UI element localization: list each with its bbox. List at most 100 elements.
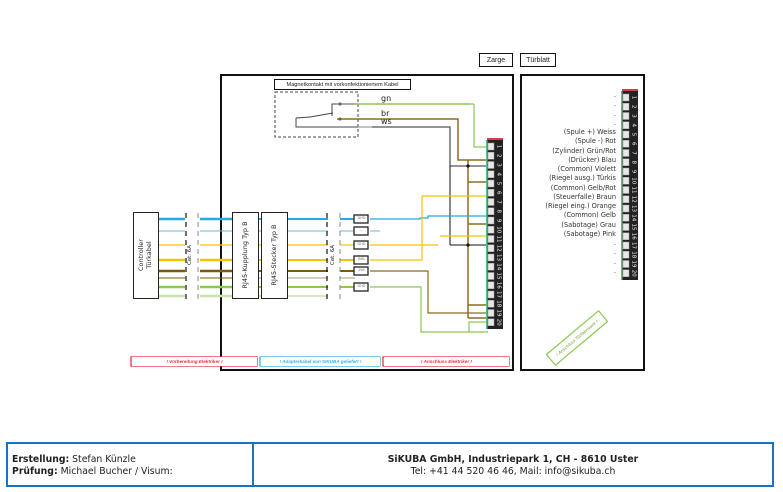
terminal-number: 1 xyxy=(496,145,502,149)
terminal-screw xyxy=(487,161,495,169)
legend-empty-slot: . xyxy=(613,239,616,247)
pruefung-label: Prüfung: xyxy=(12,466,58,477)
note-adapterkabel: ! Adapterkabel von SIKUBA geliefert ! xyxy=(261,357,380,366)
legend-entry: (Riegel ausg.) Türkis xyxy=(549,174,616,183)
terminal-number: 18 xyxy=(631,251,637,258)
legend-empty-slot: . xyxy=(613,100,616,109)
terminal-screw xyxy=(622,260,630,268)
terminal-screw xyxy=(487,318,495,326)
terminal-screw xyxy=(487,281,495,289)
terminal-number: 10 xyxy=(631,177,637,184)
legend-empty-slot: . xyxy=(613,109,616,118)
magnet-title: Magnetkontakt mit vorkonfektioniertem Ka… xyxy=(274,79,411,90)
legend-entry: (Common) Gelb/Rot xyxy=(550,183,616,192)
terminal-number: 3 xyxy=(631,114,637,118)
rj45-kupplung-label: RJ45-Kupplung Typ B xyxy=(241,221,249,289)
terminal-screw xyxy=(622,204,630,213)
wire-label-br: br xyxy=(381,109,390,118)
terminal-screw xyxy=(622,149,630,157)
note-anschluss: ! Anschluss Elektriker ! xyxy=(384,357,509,366)
terminal-number: 7 xyxy=(496,200,502,204)
terminal-screw xyxy=(487,152,495,160)
legend-entry: (Riegel eing.) Orange xyxy=(545,202,616,210)
wago-label: DHD xyxy=(357,216,366,220)
terminal-number: 10 xyxy=(496,226,502,233)
wago-label: DHD xyxy=(357,284,366,288)
footer-author-block: Erstellung: Stefan Künzle Prüfung: Micha… xyxy=(6,442,254,487)
terminal-screw xyxy=(622,195,630,203)
cat6a-right-label: Cat. 6A xyxy=(330,244,336,266)
terminal-number: 6 xyxy=(496,191,502,195)
tab-tuerblatt: Türblatt xyxy=(520,53,556,67)
legend-empty-slot: . xyxy=(613,91,616,99)
legend-entry: (Sabotage) Pink xyxy=(563,229,616,238)
rj45-stecker-label: RJ45-Stecker Typ B xyxy=(270,224,278,286)
terminal-number: 5 xyxy=(496,182,502,186)
terminal-number: 3 xyxy=(496,163,502,167)
terminal-number: 16 xyxy=(496,282,502,289)
erstellung-label: Erstellung: xyxy=(12,454,70,465)
terminal-number: 14 xyxy=(496,263,502,270)
terminal-number: 2 xyxy=(631,105,637,109)
company-address: SiKUBA GmbH, Industriepark 1, CH - 8610 … xyxy=(387,454,639,465)
terminal-number: 12 xyxy=(631,196,637,203)
legend-entry: (Steuerfalle) Braun xyxy=(553,192,616,201)
terminal-screw xyxy=(487,253,495,262)
terminal-number: 15 xyxy=(496,273,502,280)
footer-company-block: SiKUBA GmbH, Industriepark 1, CH - 8610 … xyxy=(252,442,774,487)
terminal-screw xyxy=(487,263,495,271)
terminal-screw xyxy=(622,251,630,259)
terminal-screw xyxy=(487,235,495,243)
terminal-screw xyxy=(622,158,630,166)
magnet-switch-symbol xyxy=(295,102,358,128)
wire-gn-route xyxy=(473,104,488,148)
terminal-screw xyxy=(487,272,495,280)
terminal-number: 20 xyxy=(496,319,502,326)
terminal-screw xyxy=(622,223,630,231)
terminal-number: 18 xyxy=(496,300,502,307)
wire-br xyxy=(337,118,488,161)
terminal-screw xyxy=(487,309,495,317)
terminal-number: 8 xyxy=(631,161,637,165)
controller-label: Controller xyxy=(137,239,145,271)
terminal-screw xyxy=(622,186,630,194)
terminal-number: 6 xyxy=(631,142,637,146)
terminal-number: 20 xyxy=(631,270,637,277)
terminal-screw xyxy=(487,189,495,197)
legend-empty-slot: . xyxy=(613,118,616,127)
legend-empty-slot: . xyxy=(613,248,616,257)
terminal-number: 8 xyxy=(496,210,502,214)
terminal-number: 19 xyxy=(496,310,502,317)
terminal-number: 16 xyxy=(631,233,637,240)
wire-label-gn: gn xyxy=(381,94,392,103)
terminal-number: 11 xyxy=(496,236,502,243)
wire-label-ws: ws xyxy=(381,117,392,126)
terminal-screw xyxy=(622,103,630,111)
wago-label: 2Wr xyxy=(358,268,365,272)
wago-connectors xyxy=(353,214,369,292)
erstellung-value: Stefan Künzle xyxy=(69,454,136,465)
terminal-screw xyxy=(487,290,495,299)
legend-entry: (Zylinder) Grün/Rot xyxy=(552,146,616,155)
terminal-screw xyxy=(487,207,495,215)
legend-empty-slot: . xyxy=(613,266,616,275)
terminal-number: 17 xyxy=(496,291,502,298)
terminal-screw xyxy=(622,93,630,102)
terminal-number: 17 xyxy=(631,242,637,249)
terminal-screw xyxy=(622,232,630,240)
terminal-screw xyxy=(622,177,630,185)
note-vorbereitung: ! Vorbereitung Elektriker ! xyxy=(132,357,257,366)
terminal-screw xyxy=(487,142,495,151)
legend-entry: (Spule -) Rot xyxy=(574,137,616,146)
terminal-number: 5 xyxy=(631,133,637,137)
terminal-number: 9 xyxy=(631,170,637,174)
magnet-contact-box xyxy=(274,91,359,138)
terminal-number: 14 xyxy=(631,214,637,221)
rj45-kupplung-box: RJ45-Kupplung Typ B xyxy=(232,212,259,299)
wago-label: ... xyxy=(359,228,364,232)
terminal-number: 19 xyxy=(631,261,637,268)
terminal-number: 7 xyxy=(631,151,637,155)
terminal-number: 13 xyxy=(631,205,637,212)
